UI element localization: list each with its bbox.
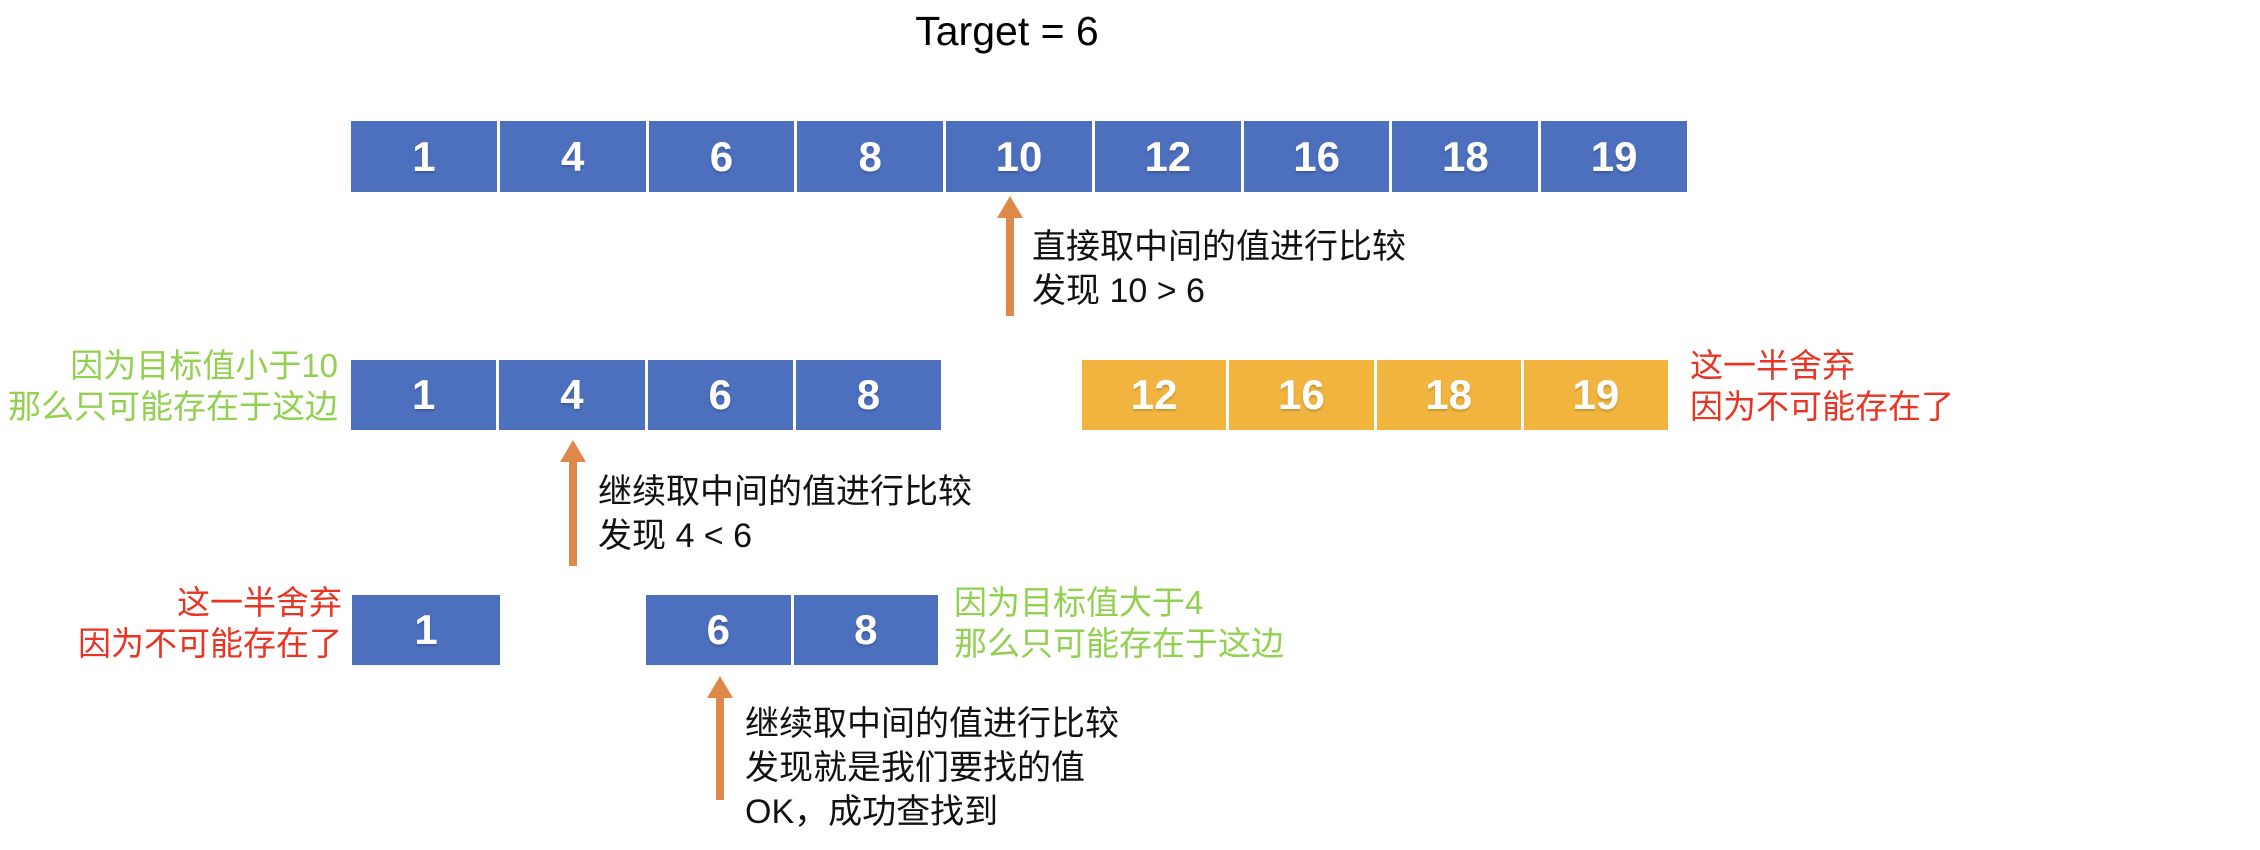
note-row2-left-green: 因为目标值小于10 那么只可能存在于这边 — [8, 345, 338, 427]
arrow-stem — [569, 462, 577, 566]
up-arrow-step3 — [707, 676, 733, 800]
text-line: 那么只可能存在于这边 — [8, 388, 338, 425]
text-line: 发现 4 < 6 — [598, 517, 753, 555]
array-cell: 18 — [1376, 360, 1521, 430]
text-line: 因为不可能存在了 — [78, 625, 342, 662]
annotation-step1: 直接取中间的值进行比较发现 10 > 6 — [1032, 225, 1406, 313]
array-cell: 16 — [1243, 121, 1390, 192]
text-line: 发现 10 > 6 — [1032, 272, 1205, 310]
page-title: Target = 6 — [915, 8, 1099, 54]
text-line: 那么只可能存在于这边 — [954, 625, 1284, 662]
arrow-stem — [716, 698, 724, 800]
annotation-step3: 继续取中间的值进行比较发现就是我们要找的值 OK，成功查找到 — [745, 702, 1119, 834]
array-cell: 6 — [647, 360, 793, 430]
text-line: 因为目标值大于4 — [954, 584, 1204, 621]
array-cell: 19 — [1541, 121, 1688, 192]
text-line: 继续取中间的值进行比较 — [598, 473, 972, 511]
arrow-head-icon — [997, 196, 1023, 218]
array-cell: 8 — [793, 595, 938, 665]
array-cell: 19 — [1523, 360, 1668, 430]
up-arrow-step2 — [560, 440, 586, 566]
text-line: 继续取中间的值进行比较 — [745, 705, 1119, 743]
text-line: 因为不可能存在了 — [1690, 388, 1954, 425]
note-row3-right-green: 因为目标值大于4 那么只可能存在于这边 — [954, 582, 1284, 664]
text-line: 这一半舍弃 — [1690, 347, 1855, 384]
array-cell: 1 — [351, 121, 497, 192]
array-cell: 4 — [499, 121, 646, 192]
note-row3-left-red: 这一半舍弃因为不可能存在了 — [78, 582, 342, 664]
up-arrow-step1 — [997, 196, 1023, 316]
arrow-head-icon — [560, 440, 586, 462]
array-row-discarded-single: 1 — [352, 595, 500, 665]
text-line: 这一半舍弃 — [177, 584, 342, 621]
array-cell: 18 — [1392, 121, 1539, 192]
arrow-head-icon — [707, 676, 733, 698]
array-cell: 6 — [648, 121, 795, 192]
array-cell: 12 — [1082, 360, 1227, 430]
text-line: OK，成功查找到 — [745, 793, 999, 831]
arrow-stem — [1006, 218, 1014, 316]
array-cell: 4 — [499, 360, 645, 430]
array-cell: 16 — [1229, 360, 1374, 430]
array-cell: 8 — [795, 360, 941, 430]
array-cell: 10 — [946, 121, 1092, 192]
text-line: 直接取中间的值进行比较 — [1032, 228, 1406, 266]
array-cell: 6 — [646, 595, 791, 665]
annotation-step2: 继续取中间的值进行比较发现 4 < 6 — [598, 470, 972, 558]
note-row2-right-red: 这一半舍弃因为不可能存在了 — [1690, 345, 1954, 427]
array-cell: 12 — [1094, 121, 1241, 192]
array-cell: 1 — [352, 595, 500, 665]
text-line: 因为目标值小于10 — [70, 347, 338, 384]
array-cell: 1 — [351, 360, 497, 430]
array-cell: 8 — [797, 121, 944, 192]
text-line: 发现就是我们要找的值 — [745, 749, 1085, 787]
